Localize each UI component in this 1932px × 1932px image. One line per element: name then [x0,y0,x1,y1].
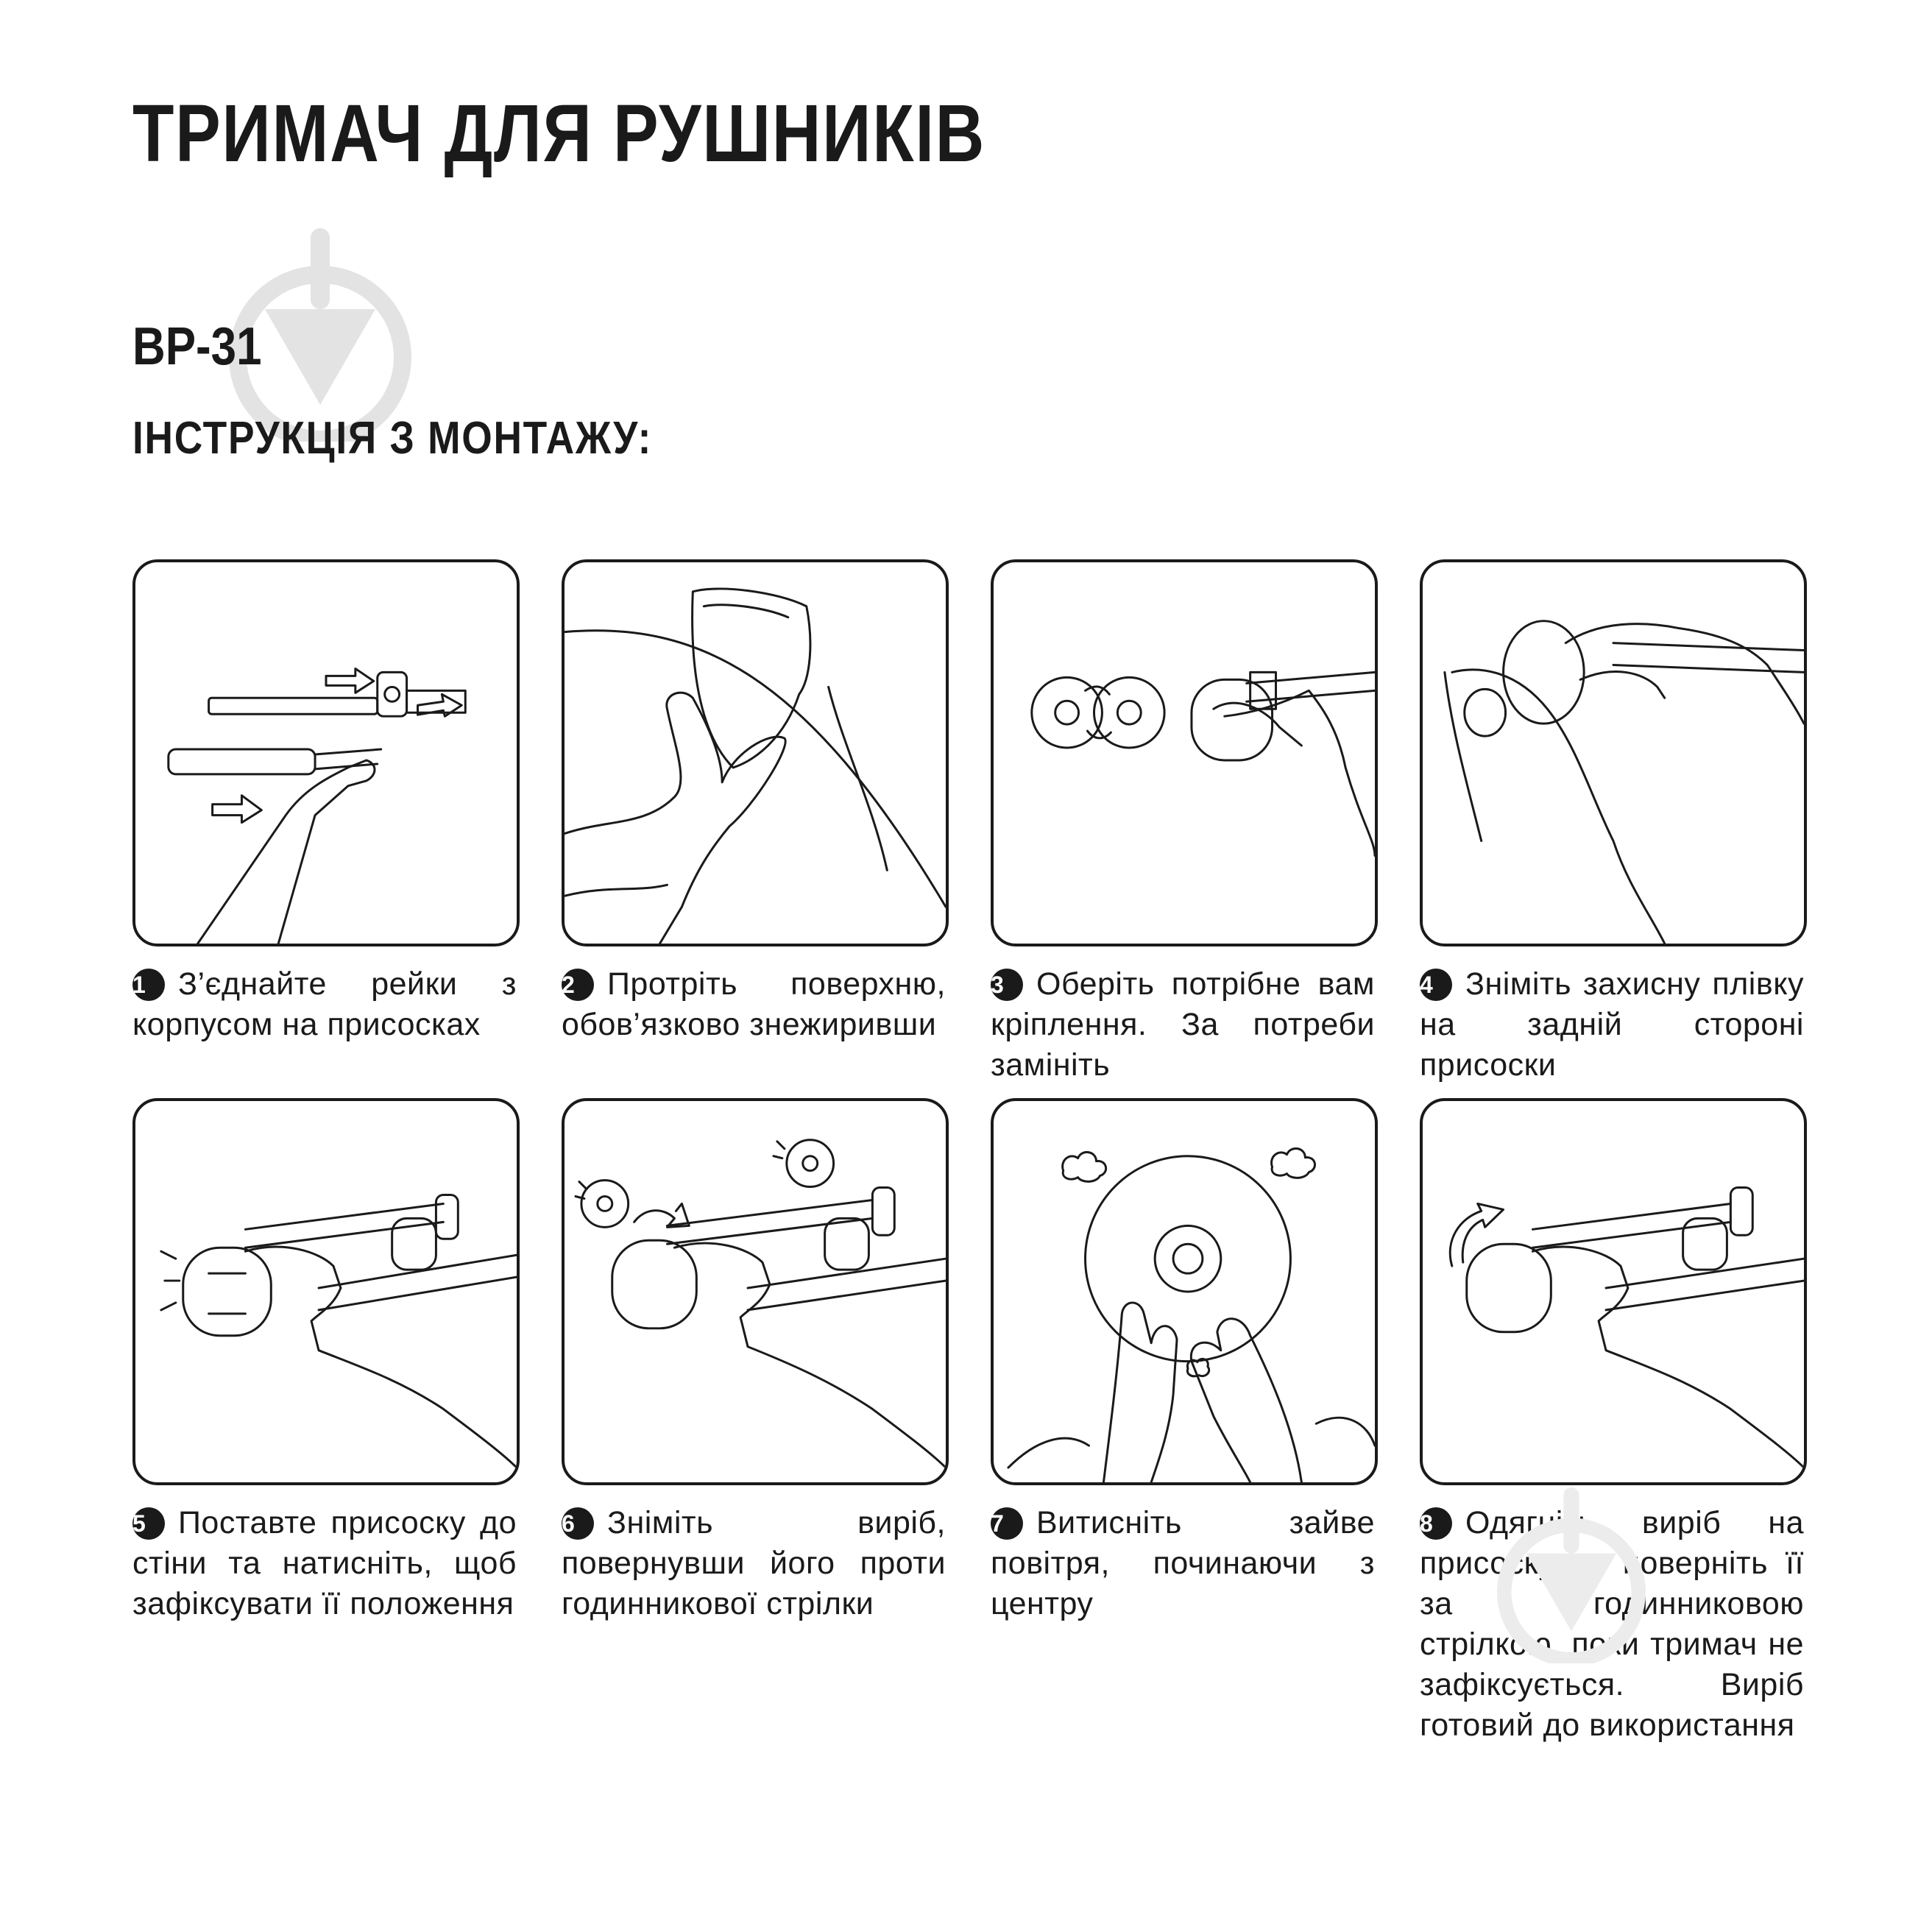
step-1-illustration [132,559,520,946]
step-8-text: Одягніть виріб на присоску та поверніть … [1420,1505,1804,1743]
step-2-illustration [562,559,949,946]
step-8-number: 8 [1420,1507,1452,1540]
step-3-number: 3 [991,969,1023,1001]
step-5-illustration [132,1098,520,1485]
step-4-text: Зніміть захисну плівку на задній стороні… [1420,966,1804,1083]
step-7-number: 7 [991,1507,1023,1540]
step-4-illustration [1420,559,1807,946]
step-8-illustration [1420,1098,1807,1485]
step-6-number: 6 [562,1507,594,1540]
step-7-illustration [991,1098,1378,1485]
step-2-text: Протріть поверхню, обов’язково знежиривш… [562,966,946,1042]
model-number: BP-31 [132,317,262,376]
step-6-illustration [562,1098,949,1485]
step-5-text: Поставте присоску до стіни та натисніть,… [132,1505,517,1621]
step-1-text: З’єднайте рейки з корпусом на присосках [132,966,517,1042]
step-7-text: Витисніть зайве повітря, починаючи з цен… [991,1505,1375,1621]
step-1-number: 1 [132,969,165,1001]
step-3-text: Оберіть потрібне вам кріплення. За потре… [991,966,1375,1083]
step-3-illustration [991,559,1378,946]
bulb-logo-icon-bottom [1496,1487,1646,1663]
bulb-logo-icon [229,228,411,442]
instructions-heading: ІНСТРУКЦІЯ З МОНТАЖУ: [132,413,653,464]
page-title: ТРИМАЧ ДЛЯ РУШНИКІВ [132,88,986,179]
step-6-text: Зніміть виріб, повернувши його проти год… [562,1505,946,1621]
step-4-number: 4 [1420,969,1452,1001]
step-2-number: 2 [562,969,594,1001]
step-5-number: 5 [132,1507,165,1540]
